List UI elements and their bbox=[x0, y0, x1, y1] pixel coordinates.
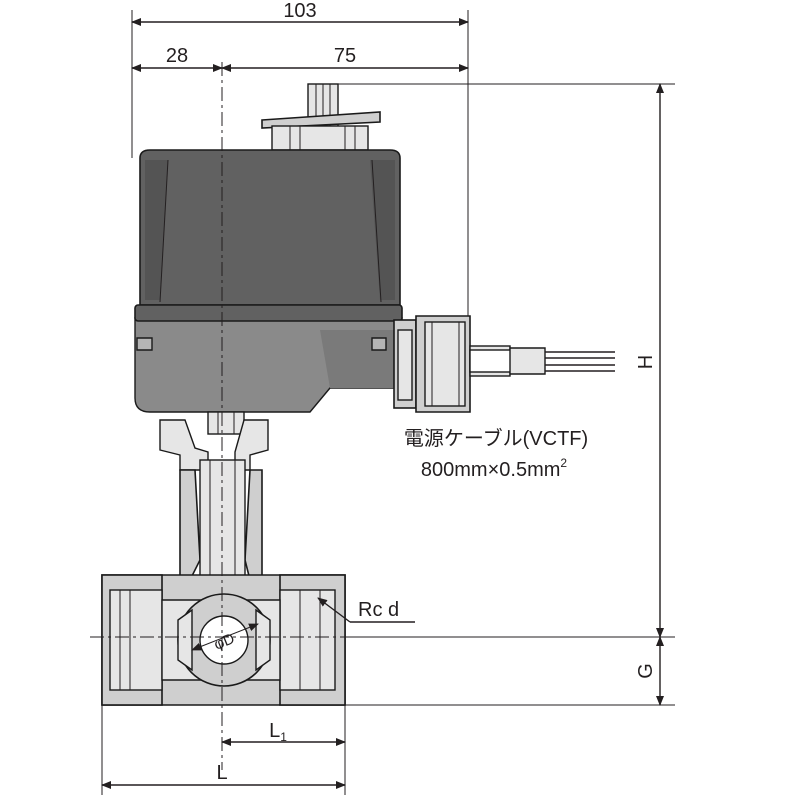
dimension-labels: 103 28 75 H G L1 L Rc d φD bbox=[166, 0, 657, 784]
dim-right-width: 75 bbox=[334, 45, 356, 67]
dim-center-height: G bbox=[635, 663, 657, 679]
cable-caption: 電源ケーブル(VCTF) 800mm×0.5mm2 bbox=[404, 426, 588, 481]
power-cable bbox=[469, 347, 615, 375]
dim-half-length-sub: 1 bbox=[280, 730, 287, 744]
yoke bbox=[159, 411, 269, 596]
dim-height: H bbox=[635, 355, 657, 369]
cable-spec-main: 800mm×0.5mm bbox=[421, 459, 561, 481]
bore-label: φD bbox=[212, 630, 238, 654]
dim-left-offset: 28 bbox=[166, 45, 188, 67]
dimension-lines bbox=[101, 10, 675, 795]
cable-spec-sup: 2 bbox=[560, 456, 567, 470]
dim-half-length-main: L bbox=[269, 720, 280, 742]
dim-half-length: L1 bbox=[269, 720, 287, 744]
manual-shaft bbox=[261, 83, 381, 151]
cable-spec-label: 800mm×0.5mm2 bbox=[421, 456, 568, 481]
actuator bbox=[134, 83, 615, 413]
cable-name-label: 電源ケーブル(VCTF) bbox=[404, 426, 588, 450]
dim-overall-width: 103 bbox=[283, 0, 316, 22]
port-thread-label: Rc d bbox=[358, 599, 399, 621]
actuator-top-housing bbox=[139, 149, 401, 306]
cable-gland bbox=[393, 315, 511, 413]
dim-length: L bbox=[216, 762, 227, 784]
